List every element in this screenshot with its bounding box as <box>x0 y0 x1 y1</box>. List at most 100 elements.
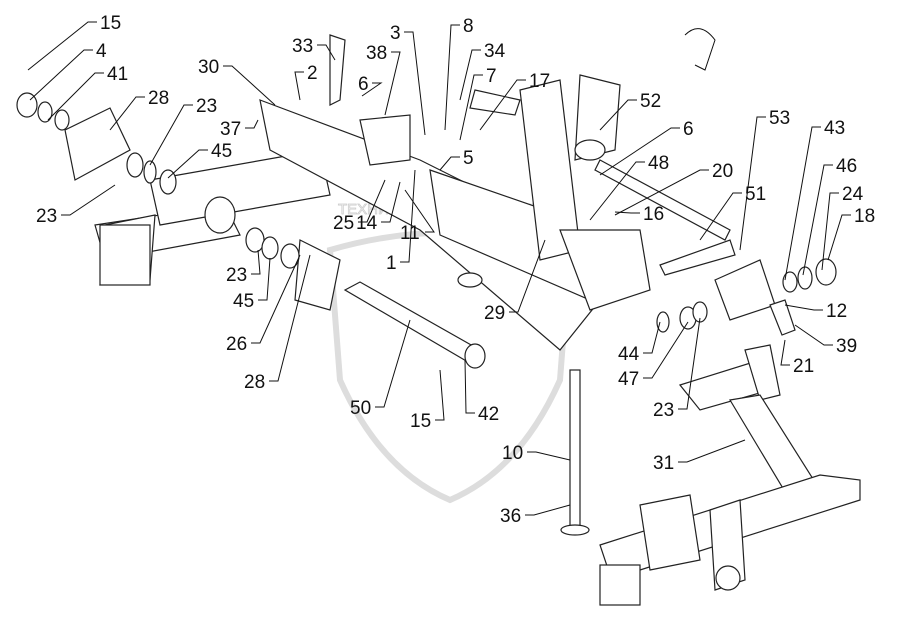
callout-38: 38 <box>366 43 401 116</box>
part-number-label: 23 <box>653 400 674 421</box>
callout-42: 42 <box>464 359 499 425</box>
leader-line <box>827 214 851 261</box>
callout-45: 45 <box>167 141 232 179</box>
leader-line <box>589 161 645 221</box>
part-number-label: 3 <box>390 23 401 44</box>
leader-line <box>251 254 301 344</box>
part-number-label: 12 <box>826 301 847 322</box>
part-number-label: 51 <box>745 184 766 205</box>
leader-line <box>794 324 833 346</box>
part-number-label: 14 <box>356 213 378 234</box>
leader-line <box>802 164 833 276</box>
callout-50: 50 <box>350 319 411 419</box>
part-number-label: 34 <box>484 41 506 62</box>
leader-line <box>599 127 680 176</box>
part-number-label: 39 <box>836 336 857 357</box>
callout-39: 39 <box>794 324 857 357</box>
leader-line <box>223 65 276 106</box>
callout-29: 29 <box>484 239 546 324</box>
leader-line <box>384 51 401 116</box>
callout-23: 23 <box>149 96 217 166</box>
part-number-label: 4 <box>96 41 107 62</box>
part-number-label: 53 <box>769 108 790 129</box>
part-number-label: 36 <box>500 506 521 527</box>
callout-36: 36 <box>500 504 571 527</box>
leader-line <box>527 451 571 461</box>
part-number-label: 11 <box>400 223 420 244</box>
part-number-label: 28 <box>244 372 265 393</box>
leader-line <box>614 211 640 214</box>
callout-15: 15 <box>410 369 445 432</box>
callout-52: 52 <box>599 91 661 131</box>
leader-line <box>358 179 386 223</box>
part-number-label: 28 <box>148 88 169 109</box>
leader-line <box>61 184 116 216</box>
leader-line <box>27 21 97 71</box>
leader-line <box>404 189 435 233</box>
callout-37: 37 <box>220 119 259 140</box>
callout-18: 18 <box>827 206 875 261</box>
callout-23: 23 <box>36 184 116 227</box>
callout-16: 16 <box>614 204 664 225</box>
part-number-label: 26 <box>226 334 247 355</box>
part-number-label: 33 <box>292 36 313 57</box>
callout-30: 30 <box>198 57 276 106</box>
part-number-label: 37 <box>220 119 241 140</box>
leader-line <box>435 369 445 421</box>
part-number-label: 43 <box>824 118 845 139</box>
leader-line <box>614 169 709 216</box>
leader-line <box>258 257 271 301</box>
part-number-label: 6 <box>358 74 369 95</box>
leader-line <box>525 504 571 516</box>
callout-15: 15 <box>27 13 121 71</box>
callout-24: 24 <box>821 184 864 271</box>
leader-line <box>739 116 766 251</box>
callout-6: 6 <box>358 74 383 97</box>
upper-parts <box>329 28 736 276</box>
leader-line <box>245 119 259 129</box>
lower-right-frame <box>599 344 861 606</box>
leader-line <box>294 71 304 101</box>
part-number-label: 41 <box>107 64 128 85</box>
part-number-label: 38 <box>366 43 387 64</box>
leader-line <box>784 126 821 281</box>
part-number-label: 2 <box>307 63 318 84</box>
leader-line <box>269 254 311 382</box>
leader-line <box>29 49 93 101</box>
part-number-label: 46 <box>836 156 857 177</box>
part-number-label: 10 <box>502 443 523 464</box>
axle-shaft <box>245 227 486 369</box>
part-number-label: 1 <box>386 253 397 274</box>
leader-line <box>479 79 526 131</box>
part-number-label: 16 <box>643 204 664 225</box>
leader-line <box>699 192 742 241</box>
callout-12: 12 <box>784 301 847 322</box>
leader-line <box>821 192 839 271</box>
part-number-label: 45 <box>233 291 254 312</box>
part-number-label: 15 <box>100 13 121 34</box>
callout-53: 53 <box>739 108 790 251</box>
callout-41: 41 <box>47 64 128 121</box>
leader-line <box>375 319 411 408</box>
part-number-label: 20 <box>712 161 733 182</box>
callout-33: 33 <box>292 36 336 61</box>
leader-line <box>361 82 383 97</box>
callout-34: 34 <box>459 41 506 101</box>
part-number-label: 47 <box>618 369 639 390</box>
leader-line <box>459 49 481 101</box>
callout-10: 10 <box>502 443 571 464</box>
part-number-label: 31 <box>653 453 674 474</box>
part-number-label: 23 <box>196 96 217 117</box>
callout-6: 6 <box>599 119 694 176</box>
part-number-label: 17 <box>529 71 550 92</box>
leader-line <box>149 104 193 166</box>
part-number-label: 23 <box>226 265 247 286</box>
leader-line <box>678 439 746 463</box>
part-number-label: 6 <box>683 119 694 140</box>
callout-46: 46 <box>802 156 857 276</box>
callout-21: 21 <box>780 339 814 377</box>
leader-line <box>251 249 261 275</box>
